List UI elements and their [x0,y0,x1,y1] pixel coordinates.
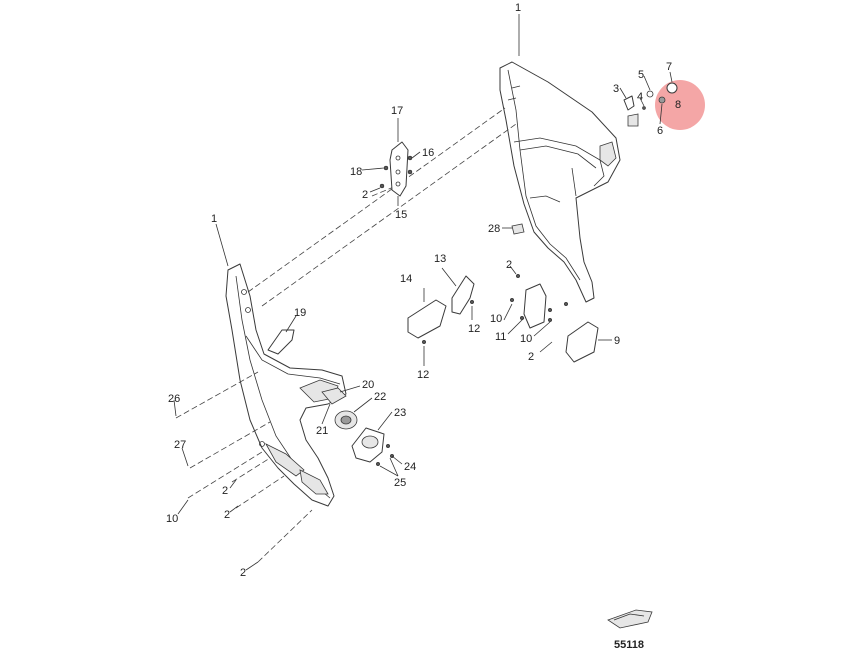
callout-2-c: 2 [528,351,534,363]
callout-22: 22 [374,391,386,403]
callout-9: 9 [614,335,620,347]
callout-27: 27 [174,439,186,451]
callout-1-top: 1 [515,2,521,14]
cowl-panel-right [499,61,621,303]
callout-17: 17 [391,105,403,117]
callout-15: 15 [395,209,407,221]
callout-26: 26 [168,393,180,405]
callout-18: 18 [350,166,362,178]
callout-7: 7 [666,61,672,73]
callout-3: 3 [613,83,619,95]
callout-14: 14 [400,273,412,285]
callout-2-d: 2 [222,485,228,497]
callout-11: 11 [495,331,506,343]
callout-21: 21 [316,425,328,437]
callout-19: 19 [294,307,306,319]
callout-16: 16 [422,147,434,159]
callout-6: 6 [657,125,663,137]
hinge-bracket-17 [389,141,409,197]
callout-10-c: 10 [166,513,178,525]
callout-12-a: 12 [468,323,480,335]
callout-2-e: 2 [224,509,230,521]
callout-2-a: 2 [362,189,368,201]
callout-2-f: 2 [240,567,246,579]
cover-23 [351,427,385,463]
grommet-22 [334,410,358,430]
callout-20: 20 [362,379,374,391]
clip-28 [511,223,525,235]
callout-1-left: 1 [211,213,217,225]
callout-13: 13 [434,253,446,265]
highlight-item-8 [655,80,705,130]
callout-5: 5 [638,69,644,81]
figure-number: 55118 [614,639,644,650]
callout-23: 23 [394,407,406,419]
callout-4: 4 [637,91,643,103]
cowl-panel-left [225,263,347,507]
leader-lines [173,14,673,571]
callout-24: 24 [404,461,416,473]
callout-25: 25 [394,477,406,489]
trim-9 [565,321,599,363]
bracket-19 [267,329,295,355]
callout-10-a: 10 [490,313,502,325]
bracket-13 [451,275,475,315]
bracket-11 [523,283,547,329]
plate-14 [407,299,447,339]
callout-8: 8 [675,99,681,111]
callout-12-b: 12 [417,369,429,381]
callout-2-b: 2 [506,259,512,271]
callout-28: 28 [488,223,500,235]
clip-3 [623,95,635,111]
nut-6 [627,113,639,127]
callout-10-b: 10 [520,333,532,345]
figure-reference-icon [607,609,653,629]
